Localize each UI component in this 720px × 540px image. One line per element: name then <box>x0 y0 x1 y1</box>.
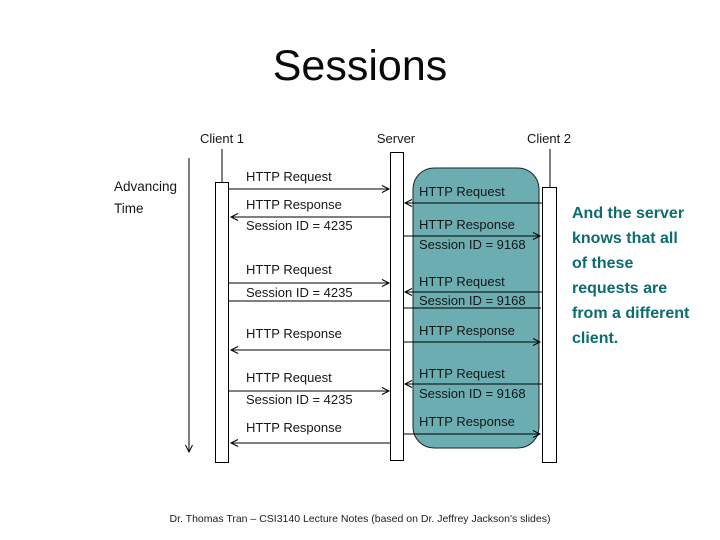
page-title: Sessions <box>272 42 448 90</box>
message-label: HTTP Request <box>419 184 505 199</box>
client2-activation-bar <box>542 187 557 463</box>
message-label: HTTP Request <box>246 370 332 385</box>
session-sublabel: Session ID = 4235 <box>246 285 353 300</box>
message-label: HTTP Response <box>419 217 515 232</box>
message-label: HTTP Request <box>246 169 332 184</box>
actor-label-server: Server <box>376 131 416 146</box>
message-label: HTTP Request <box>419 366 505 381</box>
client1-message-arrows <box>229 185 391 447</box>
session-sublabel: Session ID = 9168 <box>419 386 526 401</box>
actor-label-client1: Client 1 <box>199 131 245 146</box>
activation-bars <box>215 152 557 463</box>
session-sublabel: Session ID = 4235 <box>246 392 353 407</box>
client1-activation-bar <box>215 182 229 463</box>
message-label: HTTP Request <box>246 262 332 277</box>
message-label: HTTP Request <box>419 274 505 289</box>
session-sublabel: Session ID = 9168 <box>419 237 526 252</box>
message-label: HTTP Response <box>419 323 515 338</box>
footer-credit: Dr. Thomas Tran – CSI3140 Lecture Notes … <box>169 513 551 525</box>
message-label: HTTP Response <box>246 326 342 341</box>
client2-message-arrows <box>403 199 542 438</box>
session-sublabel: Session ID = 9168 <box>419 293 526 308</box>
actor-label-client2: Client 2 <box>526 131 572 146</box>
message-label: HTTP Response <box>246 420 342 435</box>
message-label: HTTP Response <box>419 414 515 429</box>
message-label: HTTP Response <box>246 197 342 212</box>
session-sublabel: Session ID = 4235 <box>246 218 353 233</box>
lifelines <box>221 149 551 187</box>
server-activation-bar <box>390 152 404 461</box>
